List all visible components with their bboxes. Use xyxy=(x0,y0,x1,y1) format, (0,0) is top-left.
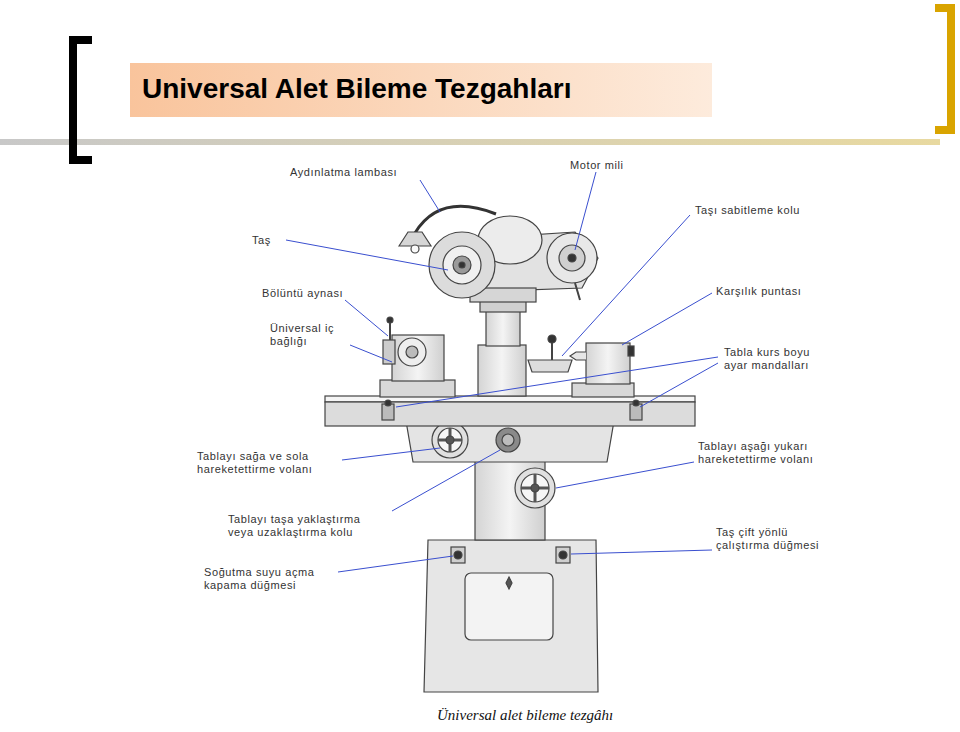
label-holder: Aydınlatma lambası xyxy=(290,162,416,180)
label-holder: Motor mili xyxy=(570,155,646,173)
part-label: Bölüntü aynası xyxy=(262,287,343,300)
part-label: Karşılık puntası xyxy=(716,285,801,298)
label-holder: Taş xyxy=(252,230,284,248)
header-rule xyxy=(0,139,940,145)
part-label: Üniversal iç bağlığı xyxy=(270,322,346,348)
part-label: Soğutma suyu açma kapama düğmesi xyxy=(204,566,336,592)
label-holder: Tablayı taşa yaklaştırma veya uzaklaştır… xyxy=(228,513,388,540)
part-label: Aydınlatma lambası xyxy=(290,166,397,179)
right-bracket xyxy=(935,8,951,130)
leader-lines xyxy=(286,172,718,572)
label-holder: Karşılık puntası xyxy=(716,281,820,299)
label-holder: Soğutma suyu açma kapama düğmesi xyxy=(204,566,336,593)
slide-title: Universal Alet Bileme Tezgahları xyxy=(142,72,572,106)
figure-caption: Üniversal alet bileme tezgâhı xyxy=(437,707,613,724)
label-holder: Tabla kurs boyu ayar mandalları xyxy=(724,346,836,373)
part-label: Tabla kurs boyu ayar mandalları xyxy=(724,346,836,372)
part-label: Taşı sabitleme kolu xyxy=(695,204,800,217)
label-holder: Tablayı sağa ve sola hareketettirme vola… xyxy=(197,450,339,477)
title-band xyxy=(130,63,712,117)
part-label: Taş xyxy=(252,234,271,247)
part-label: Tablayı taşa yaklaştırma veya uzaklaştır… xyxy=(228,513,388,539)
label-holder: Tablayı aşağı yukarı hareketettirme vola… xyxy=(698,440,834,467)
part-label: Taş çift yönlü çalıştırma düğmesi xyxy=(716,526,820,552)
left-bracket xyxy=(73,40,92,160)
caption-holder: Üniversal alet bileme tezgâhı xyxy=(437,706,613,724)
part-label: Motor mili xyxy=(570,159,624,172)
machine xyxy=(325,206,695,692)
label-holder: Taşı sabitleme kolu xyxy=(695,200,827,218)
label-holder: Taş çift yönlü çalıştırma düğmesi xyxy=(716,526,820,553)
title-holder: Universal Alet Bileme Tezgahları xyxy=(142,72,572,106)
part-label: Tablayı aşağı yukarı hareketettirme vola… xyxy=(698,440,834,466)
label-holder: Üniversal iç bağlığı xyxy=(270,322,346,349)
label-holder: Bölüntü aynası xyxy=(262,283,358,301)
part-label: Tablayı sağa ve sola hareketettirme vola… xyxy=(197,450,339,476)
